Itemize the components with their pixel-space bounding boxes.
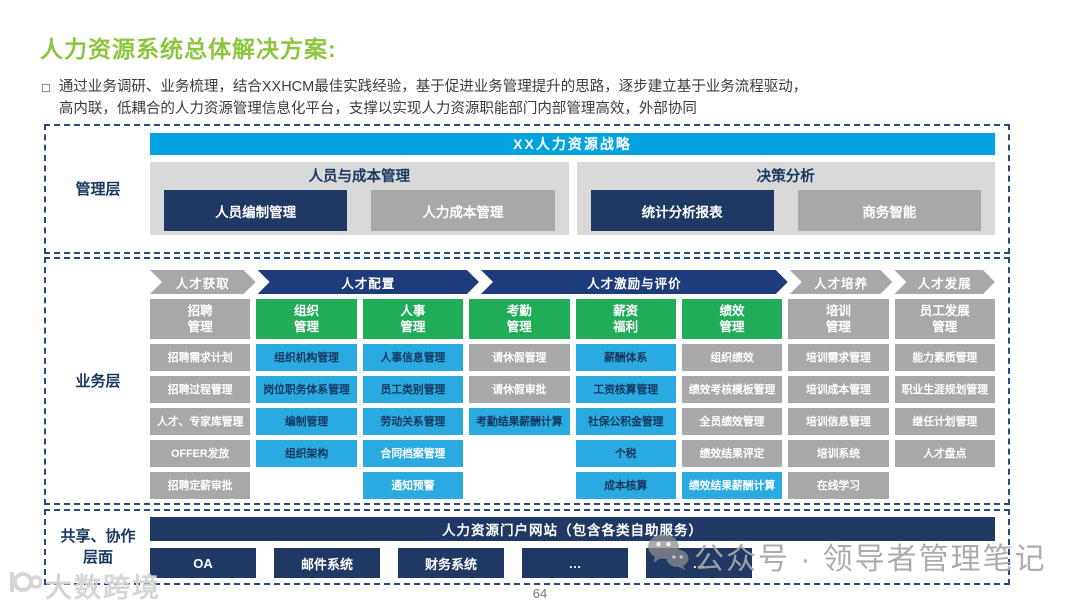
module-cell: 编制管理 bbox=[256, 408, 357, 435]
shared-layer-label-line2: 层面 bbox=[82, 549, 113, 566]
system-box: … bbox=[522, 548, 628, 578]
system-box: OA bbox=[150, 548, 256, 578]
module-cell: 人才盘点 bbox=[894, 440, 995, 467]
system-box: 财务系统 bbox=[398, 548, 504, 578]
module-cell: 招聘过程管理 bbox=[150, 376, 251, 403]
business-layer-label: 业务层 bbox=[75, 372, 121, 390]
module-column-header: 人事 管理 bbox=[362, 299, 464, 339]
module-cell: 职业生涯规划管理 bbox=[894, 376, 995, 403]
module-cell: 人才、专家库管理 bbox=[150, 408, 251, 435]
module-cell: OFFER发放 bbox=[150, 440, 251, 467]
module-cell: 培训系统 bbox=[788, 440, 889, 467]
module-cell: 培训需求管理 bbox=[788, 344, 889, 371]
management-panel: 决策分析统计分析报表商务智能 bbox=[576, 162, 996, 235]
module-column-header: 培训 管理 bbox=[788, 299, 889, 339]
module-cell: 考勤结果薪酬计算 bbox=[469, 408, 570, 435]
module-cell: 培训成本管理 bbox=[788, 376, 889, 403]
management-box: 人员编制管理 bbox=[164, 190, 348, 231]
module-cell: 组织机构管理 bbox=[256, 344, 357, 371]
module-cell: 绩效结果评定 bbox=[681, 440, 783, 467]
hr-strategy-bar: XX人力资源战略 bbox=[150, 133, 995, 155]
module-cell: 继任计划管理 bbox=[894, 408, 995, 435]
module-cell: 组织架构 bbox=[256, 440, 357, 467]
module-column-header: 组织 管理 bbox=[256, 299, 357, 339]
management-panels: 人员与成本管理人员编制管理人力成本管理决策分析统计分析报表商务智能 bbox=[150, 162, 995, 235]
management-box: 人力成本管理 bbox=[371, 190, 555, 231]
module-cell: 通知预警 bbox=[362, 472, 464, 499]
business-layer-content: 人才获取人才配置人才激励与评价人才培养人才发展 招聘 管理组织 管理人事 管理考… bbox=[150, 259, 995, 503]
stage-arrow: 人才获取 bbox=[150, 270, 256, 294]
module-cell: 招聘定薪审批 bbox=[150, 472, 251, 499]
module-column-header: 招聘 管理 bbox=[150, 299, 251, 339]
panel-boxes: 统计分析报表商务智能 bbox=[577, 186, 996, 231]
module-cell: 岗位职务体系管理 bbox=[256, 376, 357, 403]
page-title: 人力资源系统总体解决方案: bbox=[40, 36, 337, 62]
module-cell: 成本核算 bbox=[575, 472, 676, 499]
system-box: 邮件系统 bbox=[274, 548, 380, 578]
footer-logo: 大数跨境 bbox=[6, 566, 161, 605]
panel-title: 决策分析 bbox=[756, 169, 815, 185]
management-panel: 人员与成本管理人员编制管理人力成本管理 bbox=[150, 162, 569, 235]
module-cell: 全员绩效管理 bbox=[681, 408, 783, 435]
intro-line-2: 高内联，低耦合的人力资源管理信息化平台，支撑以实现人力资源职能部门内部管理高效，… bbox=[58, 101, 697, 117]
management-layer-label: 管理层 bbox=[75, 180, 121, 198]
module-column-header: 薪资 福利 bbox=[575, 299, 676, 339]
stage-arrow: 人才激励与评价 bbox=[481, 270, 788, 294]
module-cell: 个税 bbox=[575, 440, 676, 467]
module-cell-empty bbox=[895, 472, 995, 499]
stage-arrow: 人才配置 bbox=[258, 270, 479, 294]
module-column-header: 考勤 管理 bbox=[469, 299, 570, 339]
module-cell: 绩效考核模板管理 bbox=[681, 376, 783, 403]
module-cell: 人事信息管理 bbox=[362, 344, 464, 371]
watermark-text: 公众号 · 领导者管理笔记 bbox=[694, 543, 1047, 576]
module-cell-empty bbox=[469, 440, 569, 467]
management-layer-content: XX人力资源战略 人员与成本管理人员编制管理人力成本管理决策分析统计分析报表商务… bbox=[150, 126, 995, 252]
module-cell: 请休假管理 bbox=[469, 344, 570, 371]
module-cell: 劳动关系管理 bbox=[362, 408, 464, 435]
management-box: 统计分析报表 bbox=[590, 190, 774, 231]
module-cell-empty bbox=[256, 472, 356, 499]
stage-arrow: 人才发展 bbox=[894, 270, 995, 294]
watermark: 公众号 · 领导者管理笔记 bbox=[646, 532, 1047, 580]
page-number: 64 bbox=[532, 586, 548, 601]
hr-portal-bar: 人力资源门户网站（包含各类自助服务） bbox=[150, 517, 995, 541]
management-box: 商务智能 bbox=[797, 190, 981, 231]
module-cell: 组织绩效 bbox=[681, 344, 783, 371]
module-cell: 社保公积金管理 bbox=[575, 408, 676, 435]
module-cell: 薪酬体系 bbox=[575, 344, 676, 371]
module-cell: 招聘需求计划 bbox=[150, 344, 251, 371]
intro-text: 通过业务调研、业务梳理，结合XXHCM最佳实践经验，基于促进业务管理提升的思路，… bbox=[59, 76, 807, 120]
module-column-header: 绩效 管理 bbox=[681, 299, 783, 339]
module-grid: 招聘 管理组织 管理人事 管理考勤 管理薪资 福利绩效 管理培训 管理员工发展 … bbox=[150, 299, 995, 499]
shared-layer-label: 共享、协作 层面 bbox=[46, 511, 150, 583]
module-column-header: 员工发展 管理 bbox=[894, 299, 995, 339]
module-cell-empty bbox=[469, 472, 569, 499]
module-cell: 培训信息管理 bbox=[788, 408, 889, 435]
stage-arrows: 人才获取人才配置人才激励与评价人才培养人才发展 bbox=[150, 270, 995, 294]
module-cell: 在线学习 bbox=[788, 472, 889, 499]
logo-icon bbox=[6, 568, 43, 603]
business-layer-section: 业务层 人才获取人才配置人才激励与评价人才培养人才发展 招聘 管理组织 管理人事… bbox=[44, 257, 1010, 505]
bullet-square-icon: □ bbox=[42, 80, 50, 95]
stage-arrow: 人才培养 bbox=[790, 270, 893, 294]
panel-boxes: 人员编制管理人力成本管理 bbox=[150, 186, 569, 231]
module-cell: 员工类别管理 bbox=[362, 376, 464, 403]
module-cell: 工资核算管理 bbox=[575, 376, 676, 403]
module-cell: 能力素质管理 bbox=[894, 344, 995, 371]
logo-text: 大数跨境 bbox=[45, 573, 161, 603]
module-cell: 合同档案管理 bbox=[362, 440, 464, 467]
wechat-icon bbox=[646, 532, 690, 580]
panel-title: 人员与成本管理 bbox=[308, 169, 411, 185]
intro-line-1: 通过业务调研、业务梳理，结合XXHCM最佳实践经验，基于促进业务管理提升的思路，… bbox=[58, 79, 808, 95]
shared-layer-label-line1: 共享、协作 bbox=[60, 528, 136, 545]
module-cell: 请休假审批 bbox=[469, 376, 570, 403]
management-layer-section: 管理层 XX人力资源战略 人员与成本管理人员编制管理人力成本管理决策分析统计分析… bbox=[44, 124, 1010, 254]
intro-paragraph: □ 通过业务调研、业务梳理，结合XXHCM最佳实践经验，基于促进业务管理提升的思… bbox=[42, 76, 1042, 120]
module-cell: 绩效结果薪酬计算 bbox=[681, 472, 783, 499]
